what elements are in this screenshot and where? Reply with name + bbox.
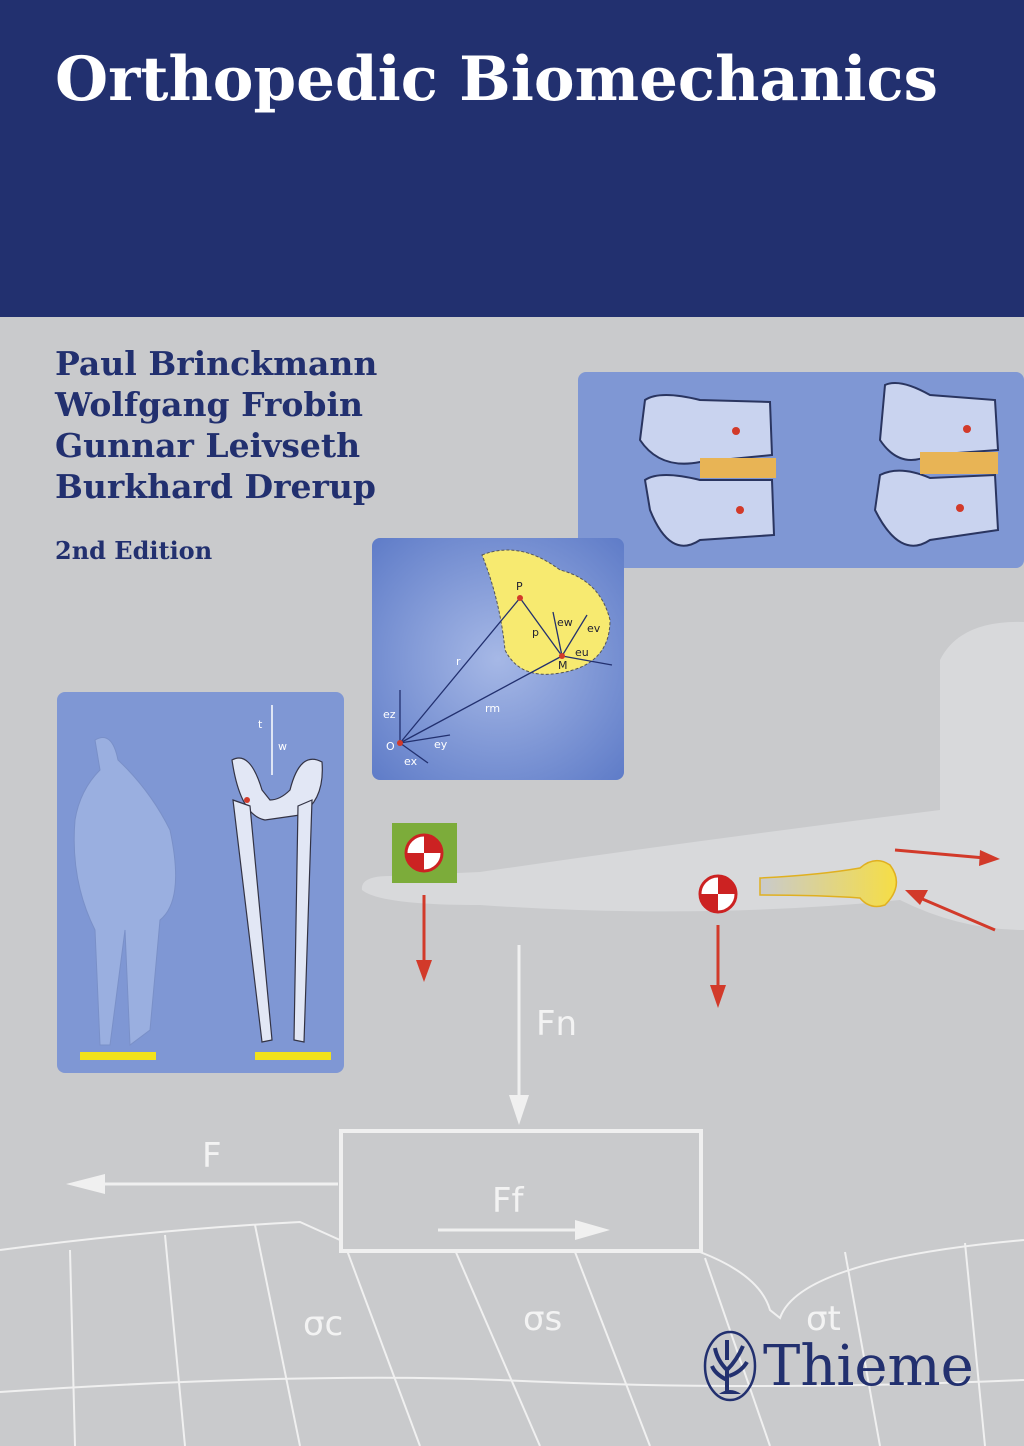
diagram-label: eu xyxy=(575,646,589,659)
gait-panel: t w xyxy=(57,692,344,1073)
tree-icon xyxy=(703,1330,757,1402)
diagram-label: r xyxy=(456,655,461,668)
cover-illustration: P p ew ev eu M r rm ez ey ex O t w xyxy=(0,372,1024,1446)
spine-panel xyxy=(578,372,1024,568)
edition: 2nd Edition xyxy=(55,536,213,565)
force-arrows xyxy=(416,848,1000,1008)
author-list: Paul Brinckmann Wolfgang Frobin Gunnar L… xyxy=(55,343,377,507)
author: Gunnar Leivseth xyxy=(55,426,361,465)
diagram-label: w xyxy=(278,740,287,753)
diagram-label: ez xyxy=(383,708,396,721)
diagram-label: Fn xyxy=(536,1004,577,1044)
center-of-mass-icon xyxy=(404,833,444,873)
publisher-logo: Thieme xyxy=(703,1330,974,1402)
author: Wolfgang Frobin xyxy=(55,385,363,424)
center-of-mass-icon xyxy=(698,874,738,914)
arm-silhouette xyxy=(361,621,1024,930)
bone-icon xyxy=(759,859,898,908)
diagram-label: σt xyxy=(806,1299,841,1339)
diagram-label: F xyxy=(202,1136,222,1176)
diagram-label: P xyxy=(516,580,523,593)
diagram-label: ex xyxy=(404,755,418,768)
author: Burkhard Drerup xyxy=(55,467,376,506)
title-band xyxy=(0,0,1024,317)
diagram-label: t xyxy=(258,718,263,731)
publisher-name: Thieme xyxy=(763,1333,974,1399)
diagram-label: Ff xyxy=(492,1181,525,1221)
diagram-label: σc xyxy=(303,1304,343,1344)
diagram-label: M xyxy=(558,659,568,672)
vector-panel: P p ew ev eu M r rm ez ey ex O xyxy=(372,538,624,780)
diagram-label: ew xyxy=(557,616,573,629)
friction-diagram xyxy=(0,945,1024,1446)
book-title: Orthopedic Biomechanics xyxy=(55,44,938,115)
diagram-label: σs xyxy=(523,1299,562,1339)
diagram-label: ey xyxy=(434,738,448,751)
diagram-label: ev xyxy=(587,622,601,635)
diagram-label: p xyxy=(532,626,539,639)
diagram-label: rm xyxy=(485,702,500,715)
diagram-label: O xyxy=(386,740,395,753)
author: Paul Brinckmann xyxy=(55,344,378,383)
